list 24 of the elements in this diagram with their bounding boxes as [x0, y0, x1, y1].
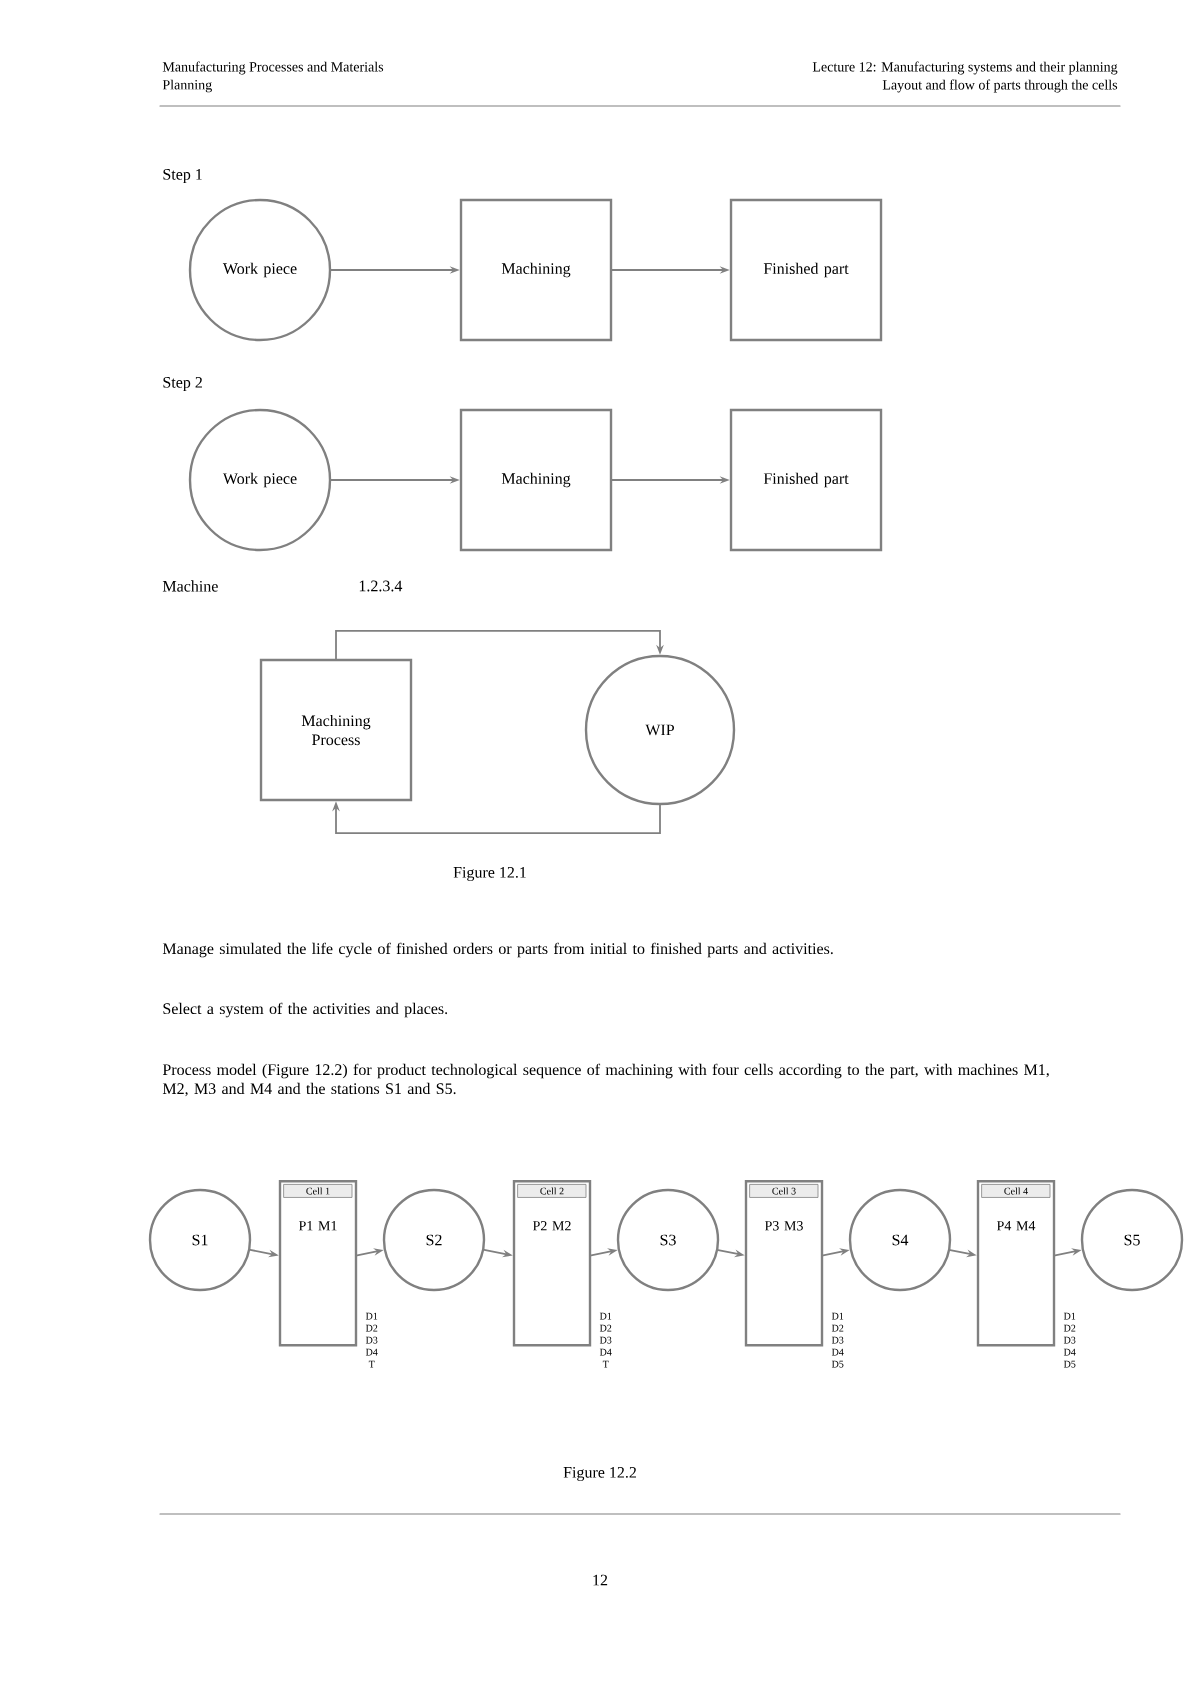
sequence-label: 1.2.3.4	[359, 580, 403, 592]
circle-node: S4	[848, 1188, 952, 1292]
machine-label: Machine	[162, 580, 218, 592]
process-box: Finished part	[729, 408, 883, 552]
circle-node: S2	[382, 1188, 486, 1292]
page-number: 12	[593, 1574, 608, 1586]
step-label: Step 1	[163, 169, 202, 183]
circle-node: S3	[616, 1188, 720, 1292]
step-label: Step 2	[163, 377, 202, 391]
circle-node: WIP	[584, 654, 736, 806]
circle-node: S5	[1080, 1188, 1184, 1292]
paragraph: Manage simulated the life cycle of finished orders or parts from initial to finished parts and activities.	[162, 942, 833, 958]
paragraph: Select a system of the activities and places.	[163, 1002, 448, 1018]
circle-node: Work piece	[188, 198, 332, 342]
paragraph: Process model (Figure 12.2) for product technological sequence of machining with four cells according to the part, with machines M1, M2, M3 and M4 and the stations S1 and S5.	[162, 1063, 1049, 1097]
process-box: Machining	[459, 408, 613, 552]
arrow	[335, 629, 664, 660]
figure-caption: Figure 12.2	[563, 1467, 636, 1482]
process-box: Machining	[459, 198, 613, 342]
process-box: Finished part	[729, 198, 883, 342]
circle-node: S1	[148, 1188, 252, 1292]
figure-caption: Figure 12.1	[453, 866, 526, 882]
circle-node: Work piece	[188, 408, 332, 552]
process-box: Machining Process	[259, 658, 413, 802]
